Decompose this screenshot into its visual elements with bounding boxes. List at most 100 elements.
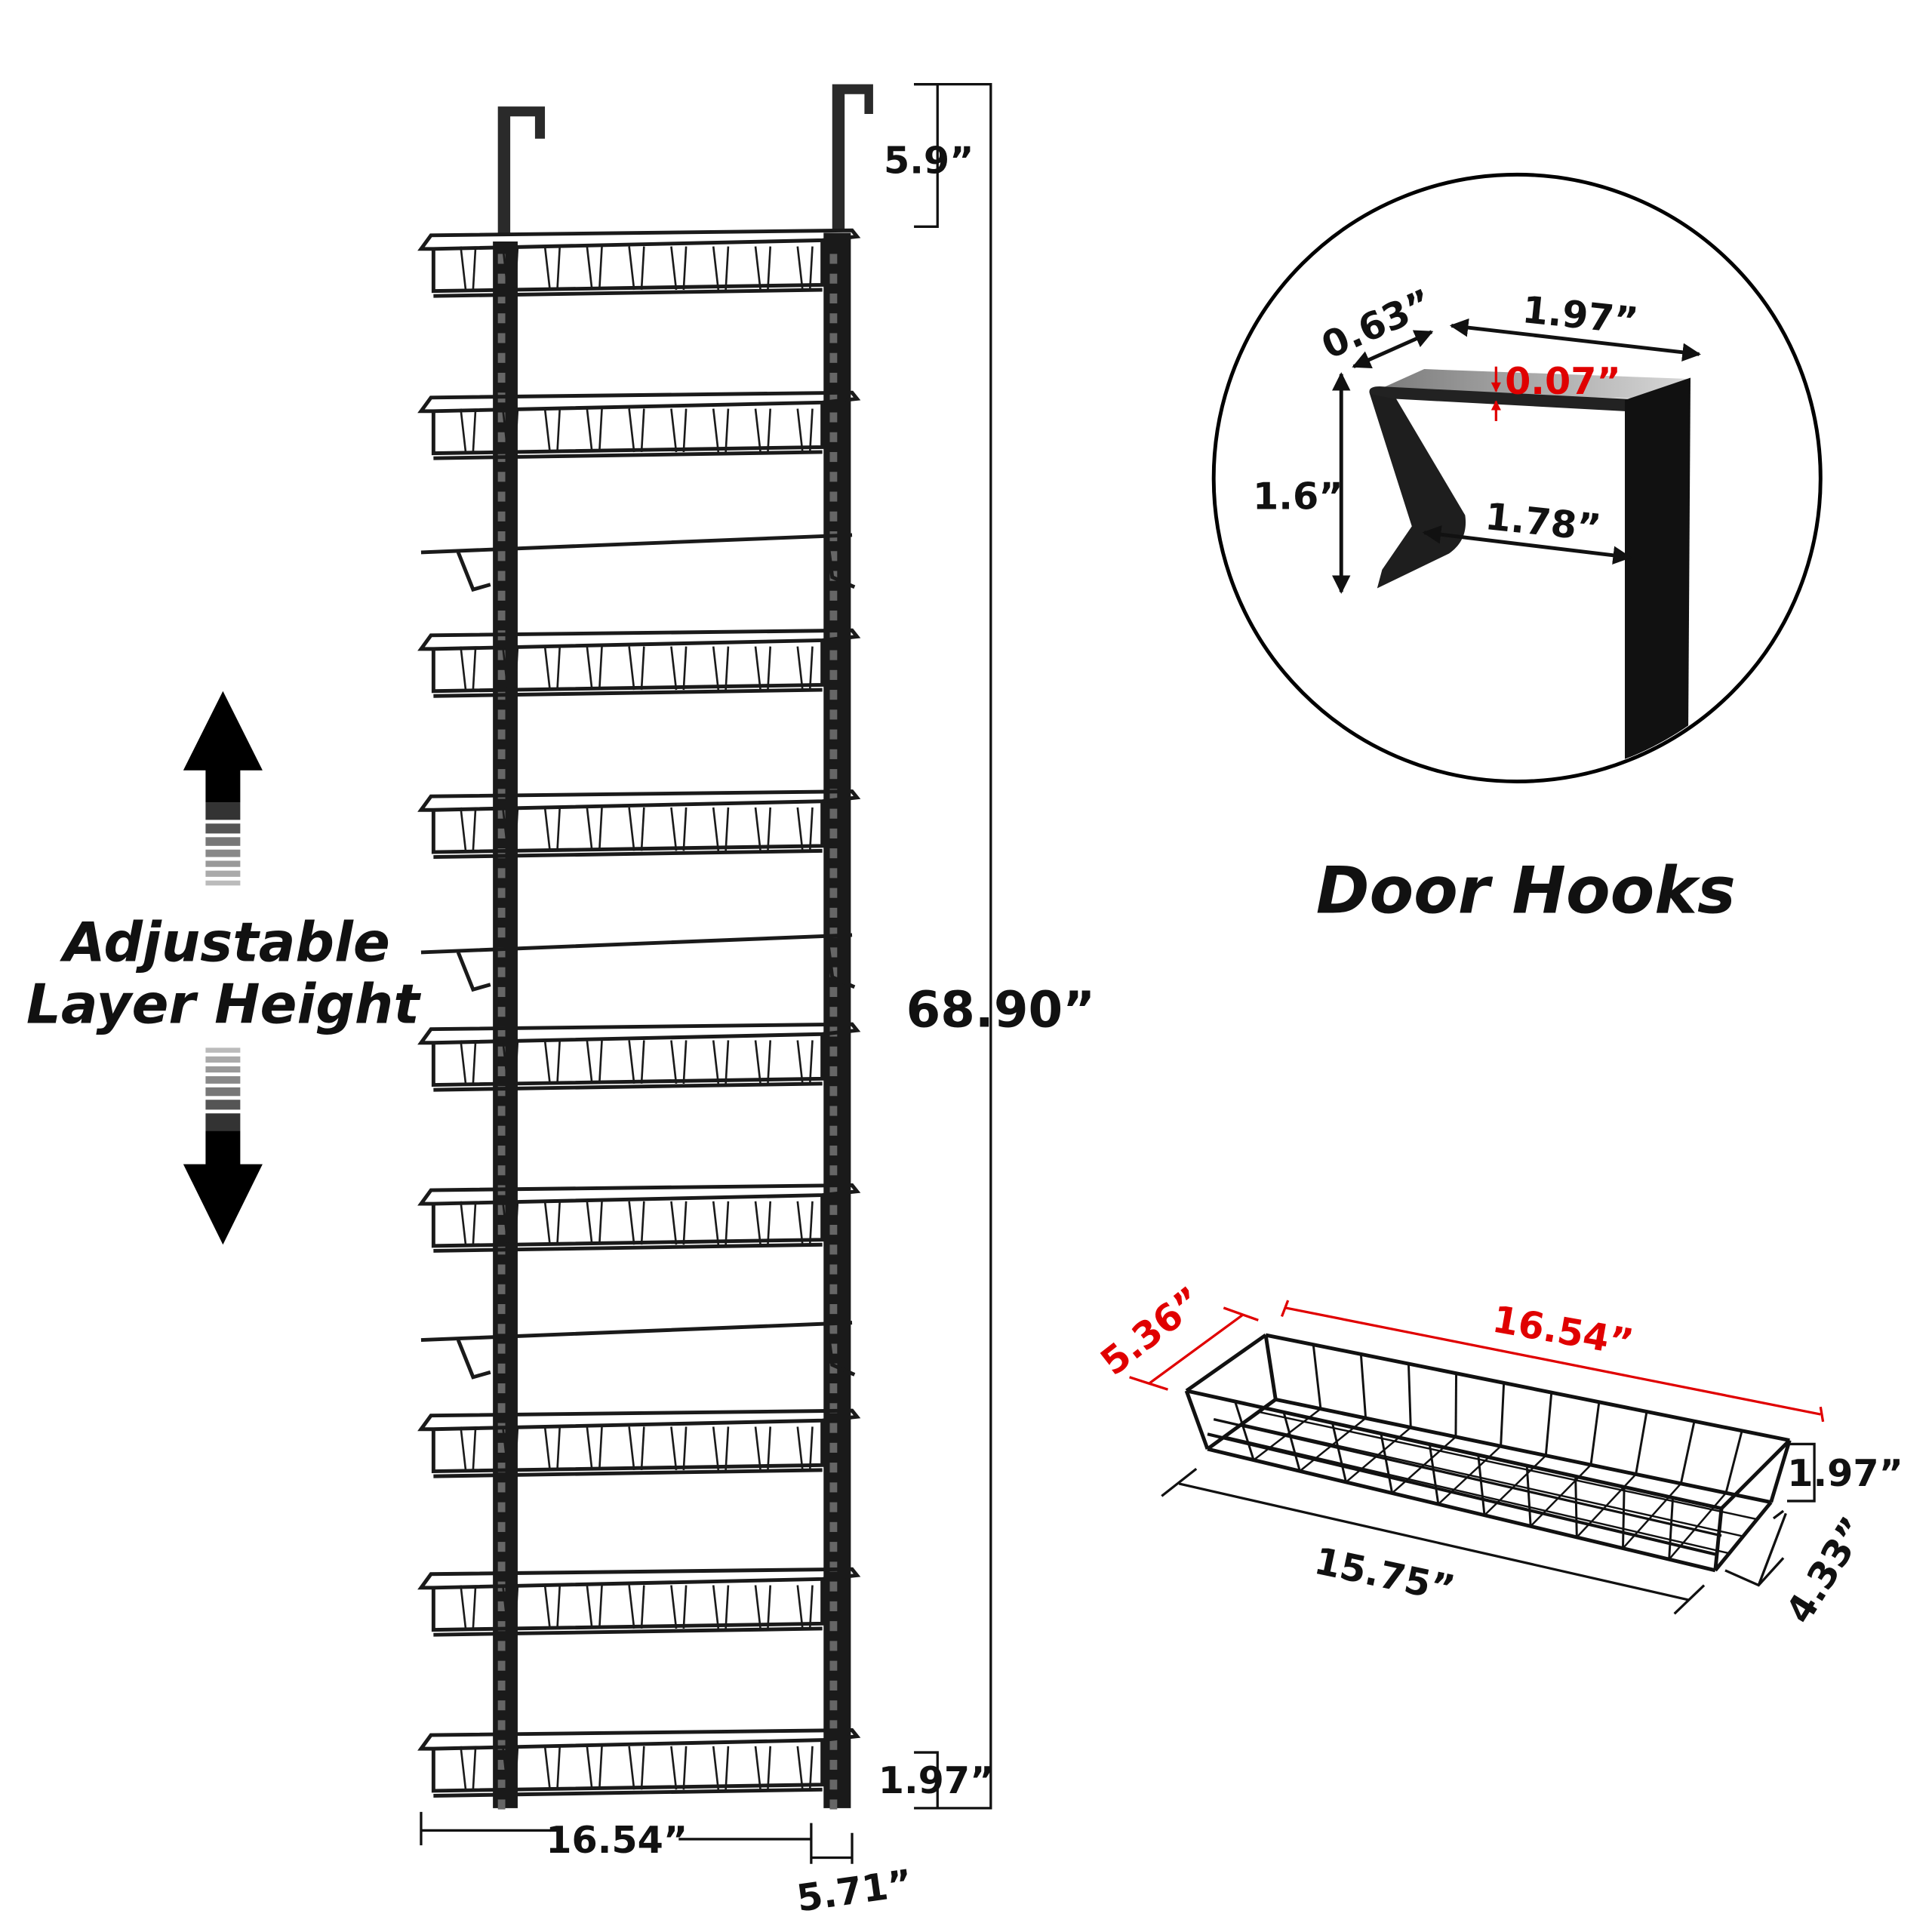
rail-slot bbox=[829, 1463, 838, 1473]
basket-wire bbox=[1275, 1397, 1772, 1504]
rail-slot bbox=[497, 828, 506, 838]
basket-wire bbox=[628, 646, 635, 691]
rail-slot bbox=[497, 511, 506, 521]
rail-slot bbox=[829, 1720, 838, 1730]
basket-wire bbox=[460, 1201, 467, 1245]
basket-wire bbox=[598, 408, 603, 453]
basket-rim bbox=[417, 1728, 861, 1751]
rail-slot bbox=[829, 1502, 838, 1512]
rail-slot bbox=[829, 1383, 838, 1394]
rack-depth-label: 5.71” bbox=[794, 1861, 915, 1921]
basket-wire bbox=[754, 408, 761, 453]
basket-wire bbox=[808, 1040, 814, 1084]
rail-slot bbox=[829, 472, 838, 482]
rail-slot bbox=[829, 1581, 838, 1592]
basket-wire bbox=[724, 1585, 730, 1629]
basket-wire bbox=[712, 1426, 720, 1471]
basket-wire bbox=[543, 1426, 551, 1471]
rail-slot bbox=[497, 273, 506, 284]
basket-wire bbox=[754, 1201, 761, 1245]
basket-wire bbox=[586, 1201, 593, 1245]
rail-slot bbox=[497, 590, 506, 601]
rail-slot bbox=[497, 808, 506, 819]
rail-slot bbox=[829, 769, 838, 780]
basket-dimension-lines bbox=[1129, 1300, 1825, 1615]
basket-wire bbox=[1713, 1508, 1724, 1571]
basket-wire bbox=[543, 1585, 551, 1629]
basket-wire bbox=[556, 807, 561, 851]
basket-wire bbox=[556, 1585, 561, 1629]
basket-wire bbox=[556, 1040, 561, 1084]
rail-slot bbox=[829, 808, 838, 819]
basket-body bbox=[431, 402, 825, 456]
basket-wire bbox=[796, 246, 804, 291]
rail-slot bbox=[829, 967, 838, 977]
basket-wire bbox=[670, 1040, 678, 1084]
basket-wire bbox=[682, 1040, 688, 1084]
basket-wire bbox=[460, 1746, 467, 1790]
rail-slot bbox=[497, 1403, 506, 1414]
rail-slot bbox=[497, 848, 506, 859]
basket-wire bbox=[1574, 1476, 1578, 1537]
basket-wire bbox=[1380, 1433, 1394, 1494]
rail-slot bbox=[829, 1561, 838, 1572]
rail-slot bbox=[829, 1780, 838, 1790]
basket-wire bbox=[767, 246, 772, 291]
rail-slot bbox=[829, 372, 838, 383]
basket-wire bbox=[724, 246, 730, 291]
door-hook-right bbox=[832, 84, 873, 231]
rail-slot bbox=[829, 1145, 838, 1156]
rail-slot bbox=[497, 352, 506, 363]
basket-wire bbox=[598, 807, 603, 851]
rail-slot bbox=[497, 928, 506, 938]
rail-slot bbox=[497, 1304, 506, 1315]
basket-body bbox=[431, 1420, 825, 1474]
basket-height-label: 1.97” bbox=[878, 1758, 995, 1802]
rail-slot bbox=[497, 1442, 506, 1453]
rail-slot bbox=[497, 1086, 506, 1097]
rail-slot bbox=[497, 571, 506, 581]
basket-wire bbox=[1258, 1411, 1758, 1521]
rail-slot bbox=[497, 1621, 506, 1632]
basket-wire bbox=[1769, 1439, 1792, 1503]
rail-slot bbox=[829, 1740, 838, 1750]
basket-wire bbox=[1544, 1392, 1553, 1456]
rail-slot bbox=[829, 848, 838, 859]
rail-slot bbox=[829, 254, 838, 264]
rail-slot bbox=[497, 1700, 506, 1711]
basket-wire bbox=[556, 1746, 561, 1790]
basket-wire bbox=[796, 1585, 804, 1629]
basket-depth-label: 5.36” bbox=[1092, 1278, 1211, 1383]
rail-slot bbox=[497, 372, 506, 383]
rail-slot bbox=[497, 1660, 506, 1671]
basket-wire bbox=[514, 1585, 519, 1629]
rail-slot bbox=[829, 1343, 838, 1354]
basket-wire bbox=[1263, 1334, 1278, 1400]
rail-slot bbox=[829, 789, 838, 799]
arrow-up-icon bbox=[183, 691, 263, 886]
basket-wire bbox=[808, 408, 814, 453]
basket-wire bbox=[796, 1040, 804, 1084]
basket-bottom-depth-label: 4.33” bbox=[1777, 1509, 1876, 1631]
basket-wire bbox=[640, 1746, 645, 1790]
basket-height-label: 1.97” bbox=[1787, 1451, 1903, 1495]
rail-slot bbox=[829, 1264, 838, 1275]
rail-slot bbox=[829, 1224, 838, 1235]
rail-slot bbox=[497, 313, 506, 324]
rail-slot bbox=[829, 1482, 838, 1493]
basket-wire bbox=[460, 807, 467, 851]
basket-wire bbox=[724, 1040, 730, 1084]
basket-wire bbox=[808, 246, 814, 291]
basket-wire bbox=[501, 408, 509, 453]
rail-slot bbox=[829, 1086, 838, 1097]
basket-body bbox=[431, 1740, 825, 1793]
rail-slot bbox=[829, 947, 838, 958]
basket-wire bbox=[670, 1201, 678, 1245]
basket-wire bbox=[543, 1040, 551, 1084]
rail-slot bbox=[497, 709, 506, 720]
basket-wire bbox=[1668, 1497, 1675, 1560]
basket-wire bbox=[754, 807, 761, 851]
basket-bottom bbox=[433, 688, 823, 698]
rail-slot bbox=[497, 669, 506, 680]
basket-wire bbox=[1331, 1423, 1347, 1483]
